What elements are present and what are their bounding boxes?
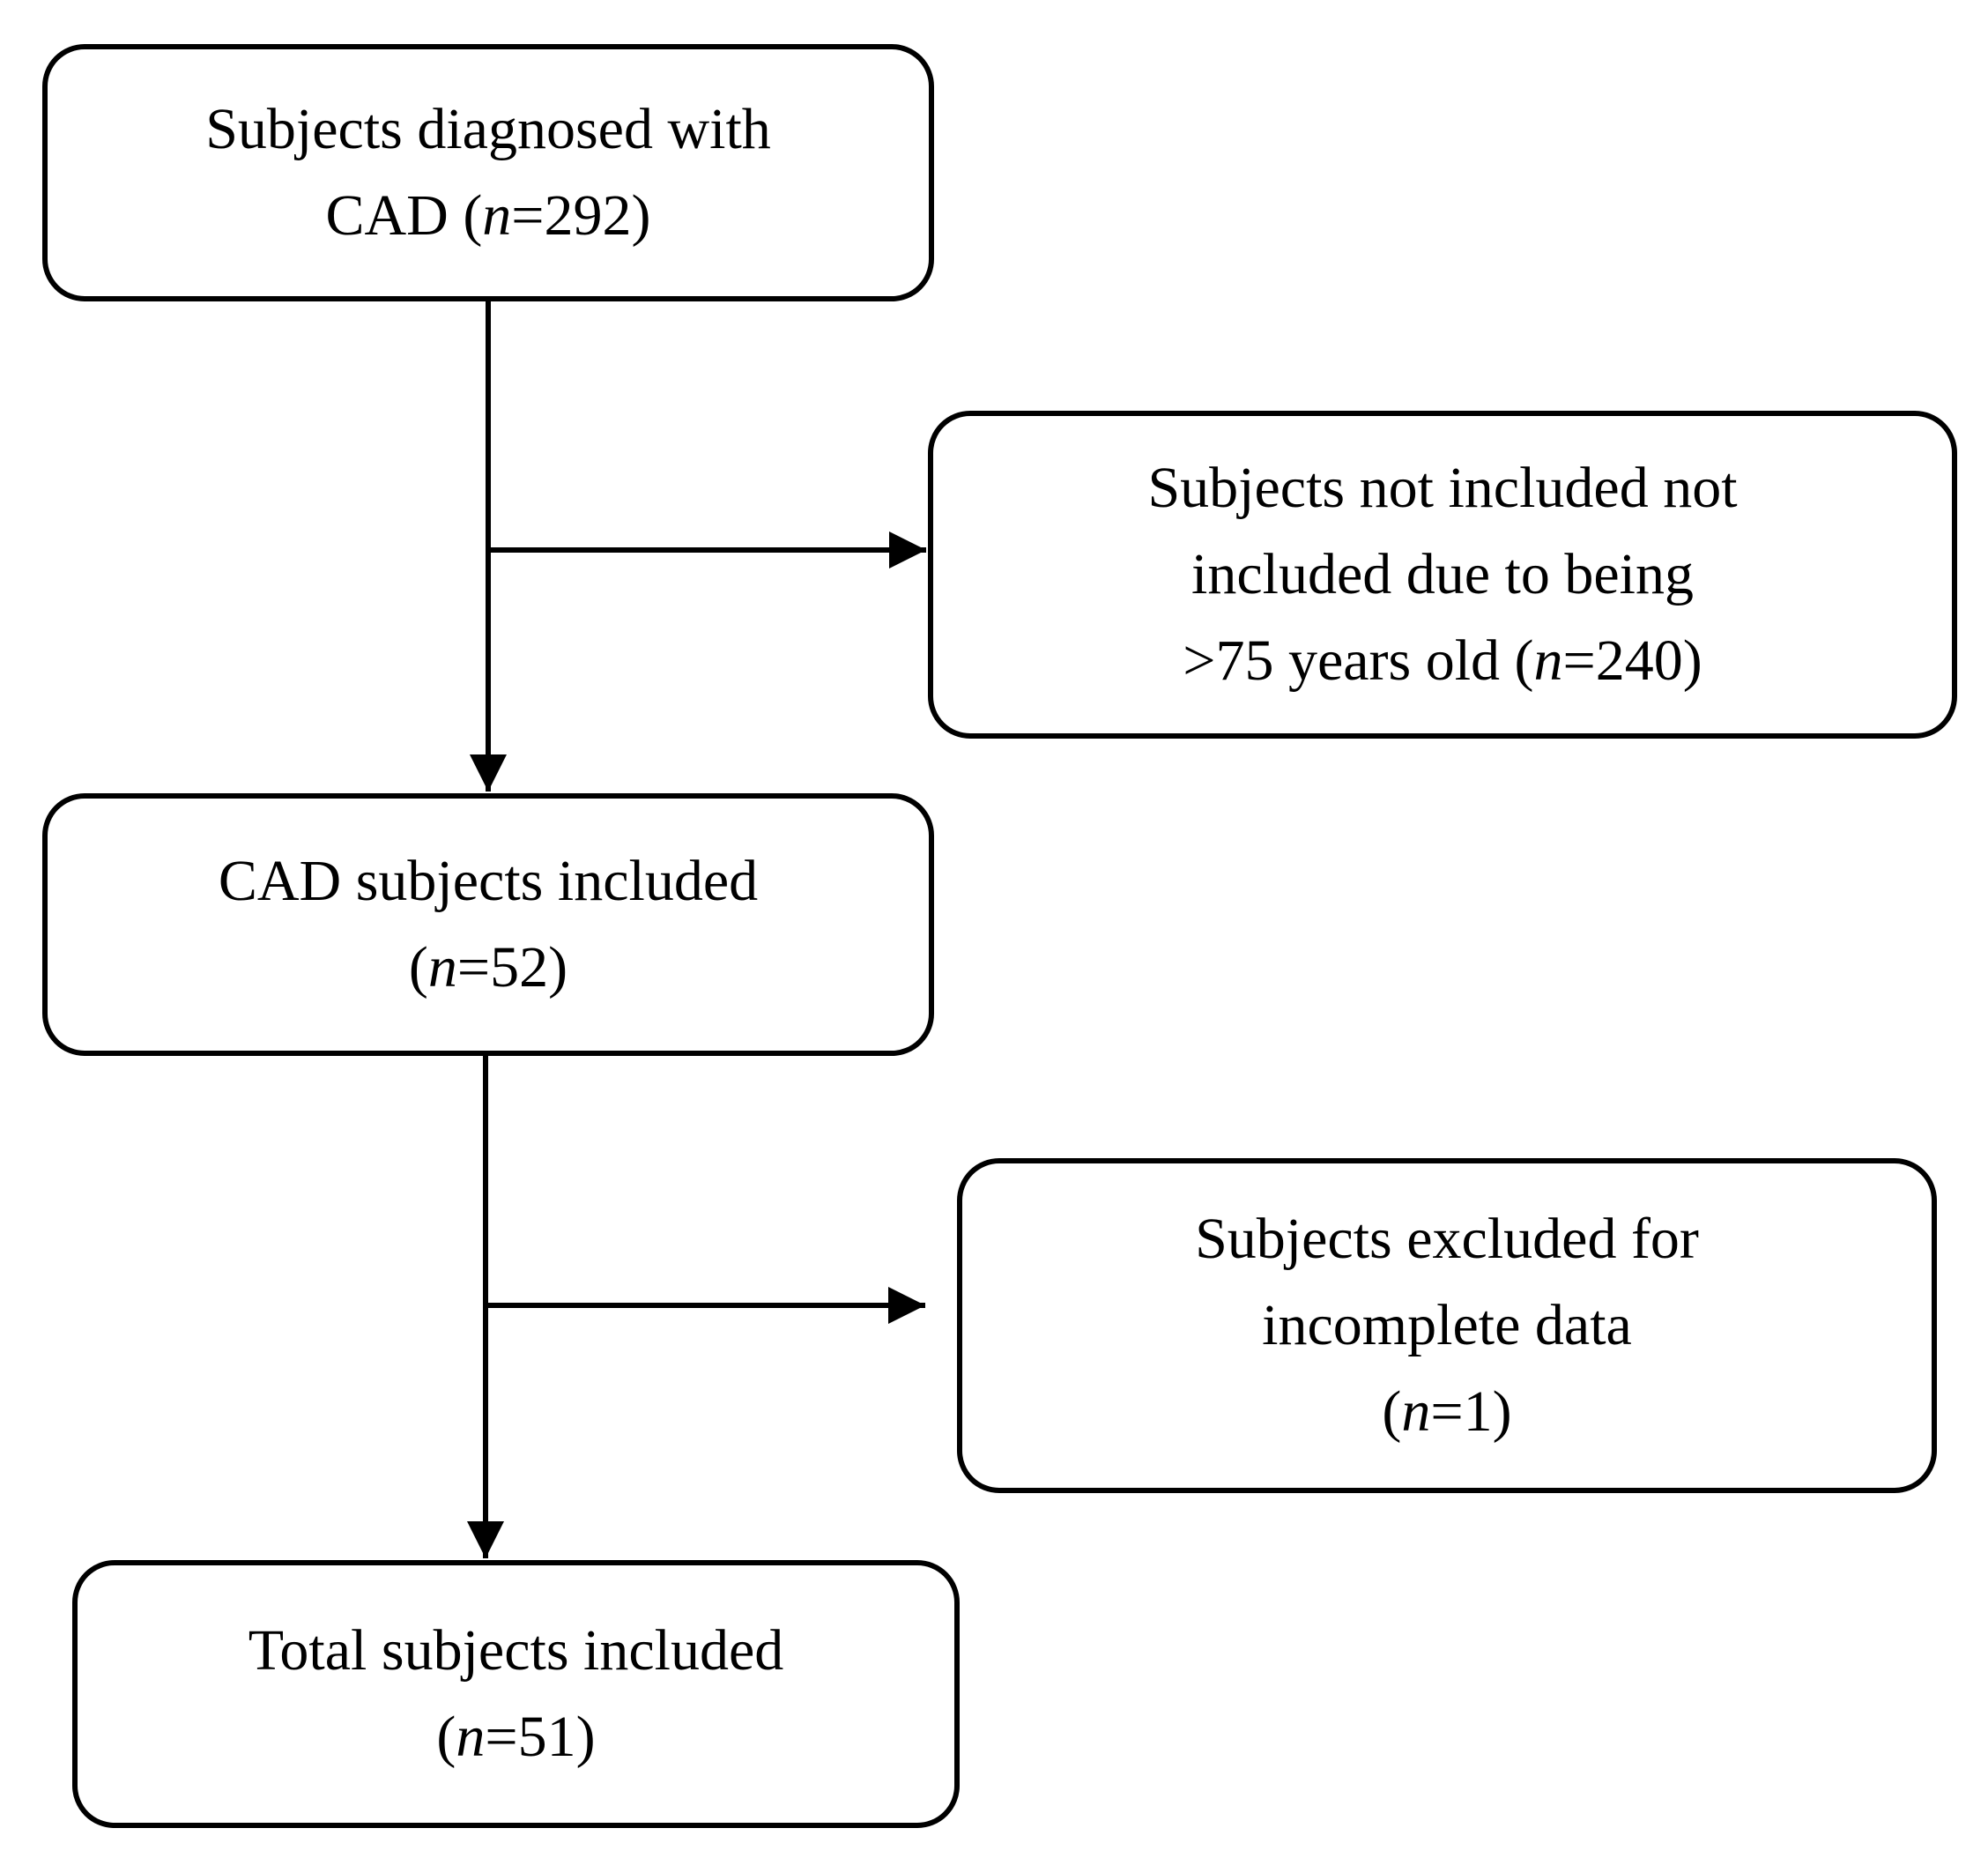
close-paren: ) (575, 1705, 596, 1769)
box-excluded-age: Subjects not included not included due t… (928, 411, 1957, 739)
close-paren: ) (1682, 628, 1702, 693)
close-paren: ) (548, 935, 568, 1000)
box-excluded-age-line-3-text: >75 years old ( (1183, 628, 1534, 693)
box-excluded-age-line-3: >75 years old (n=240) (1183, 618, 1702, 704)
box-cad-subjects-included: CAD subjects included (n=52) (42, 793, 934, 1056)
box-cad-subjects-included-line-2-text: ( (408, 935, 428, 1000)
close-paren: ) (631, 183, 651, 248)
equals-sign: = (511, 183, 545, 248)
n-symbol: n (427, 935, 457, 1000)
box-excluded-incomplete: Subjects excluded for incomplete data (n… (957, 1158, 1937, 1493)
box-subjects-diagnosed-line-1: Subjects diagnosed with (205, 97, 771, 161)
n-symbol: n (482, 183, 512, 248)
count-included: 52 (490, 935, 549, 1000)
box-total-subjects-included-line-2-text: ( (436, 1705, 456, 1769)
equals-sign: = (485, 1705, 518, 1769)
box-subjects-diagnosed: Subjects diagnosed with CAD (n=292) (42, 44, 934, 301)
box-excluded-age-line-1: Subjects not included not (1147, 456, 1738, 520)
n-symbol: n (1533, 628, 1563, 693)
count-excluded-age: 240 (1595, 628, 1683, 693)
box-excluded-incomplete-line-3: (n=1) (1382, 1369, 1511, 1455)
box-subjects-diagnosed-line-2-text: CAD ( (325, 183, 483, 248)
box-excluded-age-line-2: included due to being (1191, 542, 1695, 606)
box-excluded-incomplete-line-3-text: ( (1382, 1379, 1402, 1444)
box-total-subjects-included-line-1: Total subjects included (248, 1618, 784, 1683)
n-symbol: n (456, 1705, 486, 1769)
equals-sign: = (1562, 628, 1596, 693)
box-total-subjects-included-line-2: (n=51) (436, 1694, 595, 1780)
box-subjects-diagnosed-line-2: CAD (n=292) (325, 173, 650, 259)
close-paren: ) (1492, 1379, 1512, 1444)
count-total: 51 (517, 1705, 576, 1769)
equals-sign: = (456, 935, 491, 1000)
equals-sign: = (1430, 1379, 1464, 1444)
n-symbol: n (1401, 1379, 1431, 1444)
count-diagnosed: 292 (544, 183, 632, 248)
box-total-subjects-included: Total subjects included (n=51) (72, 1560, 960, 1828)
count-excluded-incomplete: 1 (1463, 1379, 1493, 1444)
box-cad-subjects-included-line-1: CAD subjects included (218, 849, 759, 913)
box-cad-subjects-included-line-2: (n=52) (409, 925, 567, 1011)
box-excluded-incomplete-line-1: Subjects excluded for (1195, 1207, 1699, 1271)
box-excluded-incomplete-line-2: incomplete data (1262, 1293, 1632, 1357)
